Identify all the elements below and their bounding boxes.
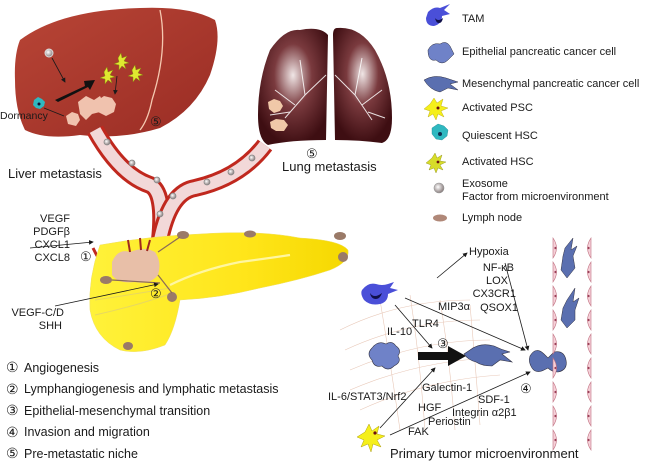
factor-pdgfb: PDGFβ [33,226,70,238]
process-number: ① [6,359,19,376]
process-item: ⑤ Pre-metastatic niche [6,443,279,465]
factor-fak: FAK [408,426,429,438]
pancreas [29,230,349,352]
lymph-marker: ② [150,286,162,301]
factor-mip3a: MIP3α [438,301,471,313]
progression-arrow [55,80,95,102]
liver-marker: ⑤ [150,114,162,129]
factor-tlr4: TLR4 [412,318,439,330]
factor-vegf: VEGF [40,213,70,225]
lymph-node-icon [433,214,447,222]
process-label: Angiogenesis [24,360,100,375]
microenvironment-title: Primary tumor microenvironment [390,446,579,461]
exosome-icon [44,48,54,58]
mesenchymal-cell-icon [463,344,514,367]
liver-metastasis-label: Liver metastasis [8,166,102,181]
emt-arrow [418,346,466,366]
intravasated-cell [560,287,580,329]
lung-metastasis-label: Lung metastasis [282,159,377,174]
factor-lox: LOX [485,275,508,287]
invasion-marker: ④ [520,381,532,396]
factor-sdf1: SDF-1 [478,394,510,406]
epithelial-cell-icon [427,42,455,64]
tam-cell-icon [426,4,450,26]
intravasated-cell [560,237,578,279]
activated-psc-icon [423,97,449,121]
legend-label-activated-hsc: Activated HSC [462,156,534,168]
lymph-nodes [100,230,348,350]
exosome-icon [433,182,445,194]
blood-vessels [87,125,273,276]
legend-label-mesenchymal: Mesenchymal pancreatic cancer cell [462,78,640,90]
process-item: ① Angiogenesis [6,357,279,379]
process-number: ② [6,380,19,397]
process-list: ① Angiogenesis ② Lymphangiogenesis and l… [6,357,279,465]
primary-tumor [112,249,160,283]
liver-tumor [78,96,104,120]
process-label: Invasion and migration [24,425,150,440]
mesenchymal-cell-icon [423,76,459,93]
legend-label-lymph-node: Lymph node [462,212,523,224]
legend-label-quiescent-hsc: Quiescent HSC [462,130,538,142]
epithelial-cell-icon [368,342,400,370]
process-label: Lymphangiogenesis and lymphatic metastas… [24,382,279,397]
process-number: ④ [6,423,19,440]
factor-cx3cr1: CX3CR1 [472,288,516,300]
activated-hsc-icon [425,152,447,174]
lungs [258,27,392,146]
factor-galectin: Galectin-1 [422,382,473,394]
process-item: ④ Invasion and migration [6,422,279,444]
lung-tumor [268,99,283,113]
liver-tumor [66,112,80,126]
factor-cxcl8: CXCL8 [34,252,70,264]
dormancy-label: Dormancy [0,110,48,122]
vessel-wall [552,237,592,451]
lung-tumor [270,119,288,131]
legend-label-factor: Factor from microenvironment [462,191,609,203]
factor-qsox1: QSOX1 [480,302,518,314]
process-label: Pre-metastatic niche [24,446,138,461]
process-number: ⑤ [6,445,19,462]
exosomes-in-vessel [103,138,256,218]
factor-periostin: Periostin [428,416,471,428]
factor-il6: IL-6/STAT3/Nrf2 [328,391,407,403]
factor-hgf: HGF [418,402,442,414]
factor-cxcl1: CXCL1 [34,239,70,251]
legend-label-tam: TAM [462,13,485,25]
factor-shh: SHH [38,320,62,332]
factor-il10: IL-10 [387,326,413,338]
liver [14,7,218,137]
process-item: ② Lymphangiogenesis and lymphatic metast… [6,379,279,401]
legend-label-exosome: Exosome [462,178,508,190]
liver-tumor [98,96,116,116]
factor-nfkb: NF-κB [482,262,514,274]
factor-integrin: Integrin α2β1 [452,407,517,419]
tumor-microenvironment [339,237,592,453]
legend-label-epithelial: Epithelial pancreatic cancer cell [462,46,617,58]
invading-cell [529,350,567,373]
factor-hypoxia: Hypoxia [469,246,509,258]
activated-psc-icon [356,423,386,453]
lung-marker: ⑤ [306,146,318,161]
tam-cell-icon [361,282,398,305]
process-item: ③ Epithelial-mesenchymal transition [6,400,279,422]
legend-label-activated-psc: Activated PSC [462,102,533,114]
process-label: Epithelial-mesenchymal transition [24,403,211,418]
emt-marker: ③ [437,336,449,351]
activated-hsc-icon [99,52,144,85]
angiogenesis-marker: ① [80,249,92,264]
factor-vegf-cd: VEGF-C/D [11,307,64,319]
process-number: ③ [6,402,19,419]
legend-icons [423,4,459,222]
